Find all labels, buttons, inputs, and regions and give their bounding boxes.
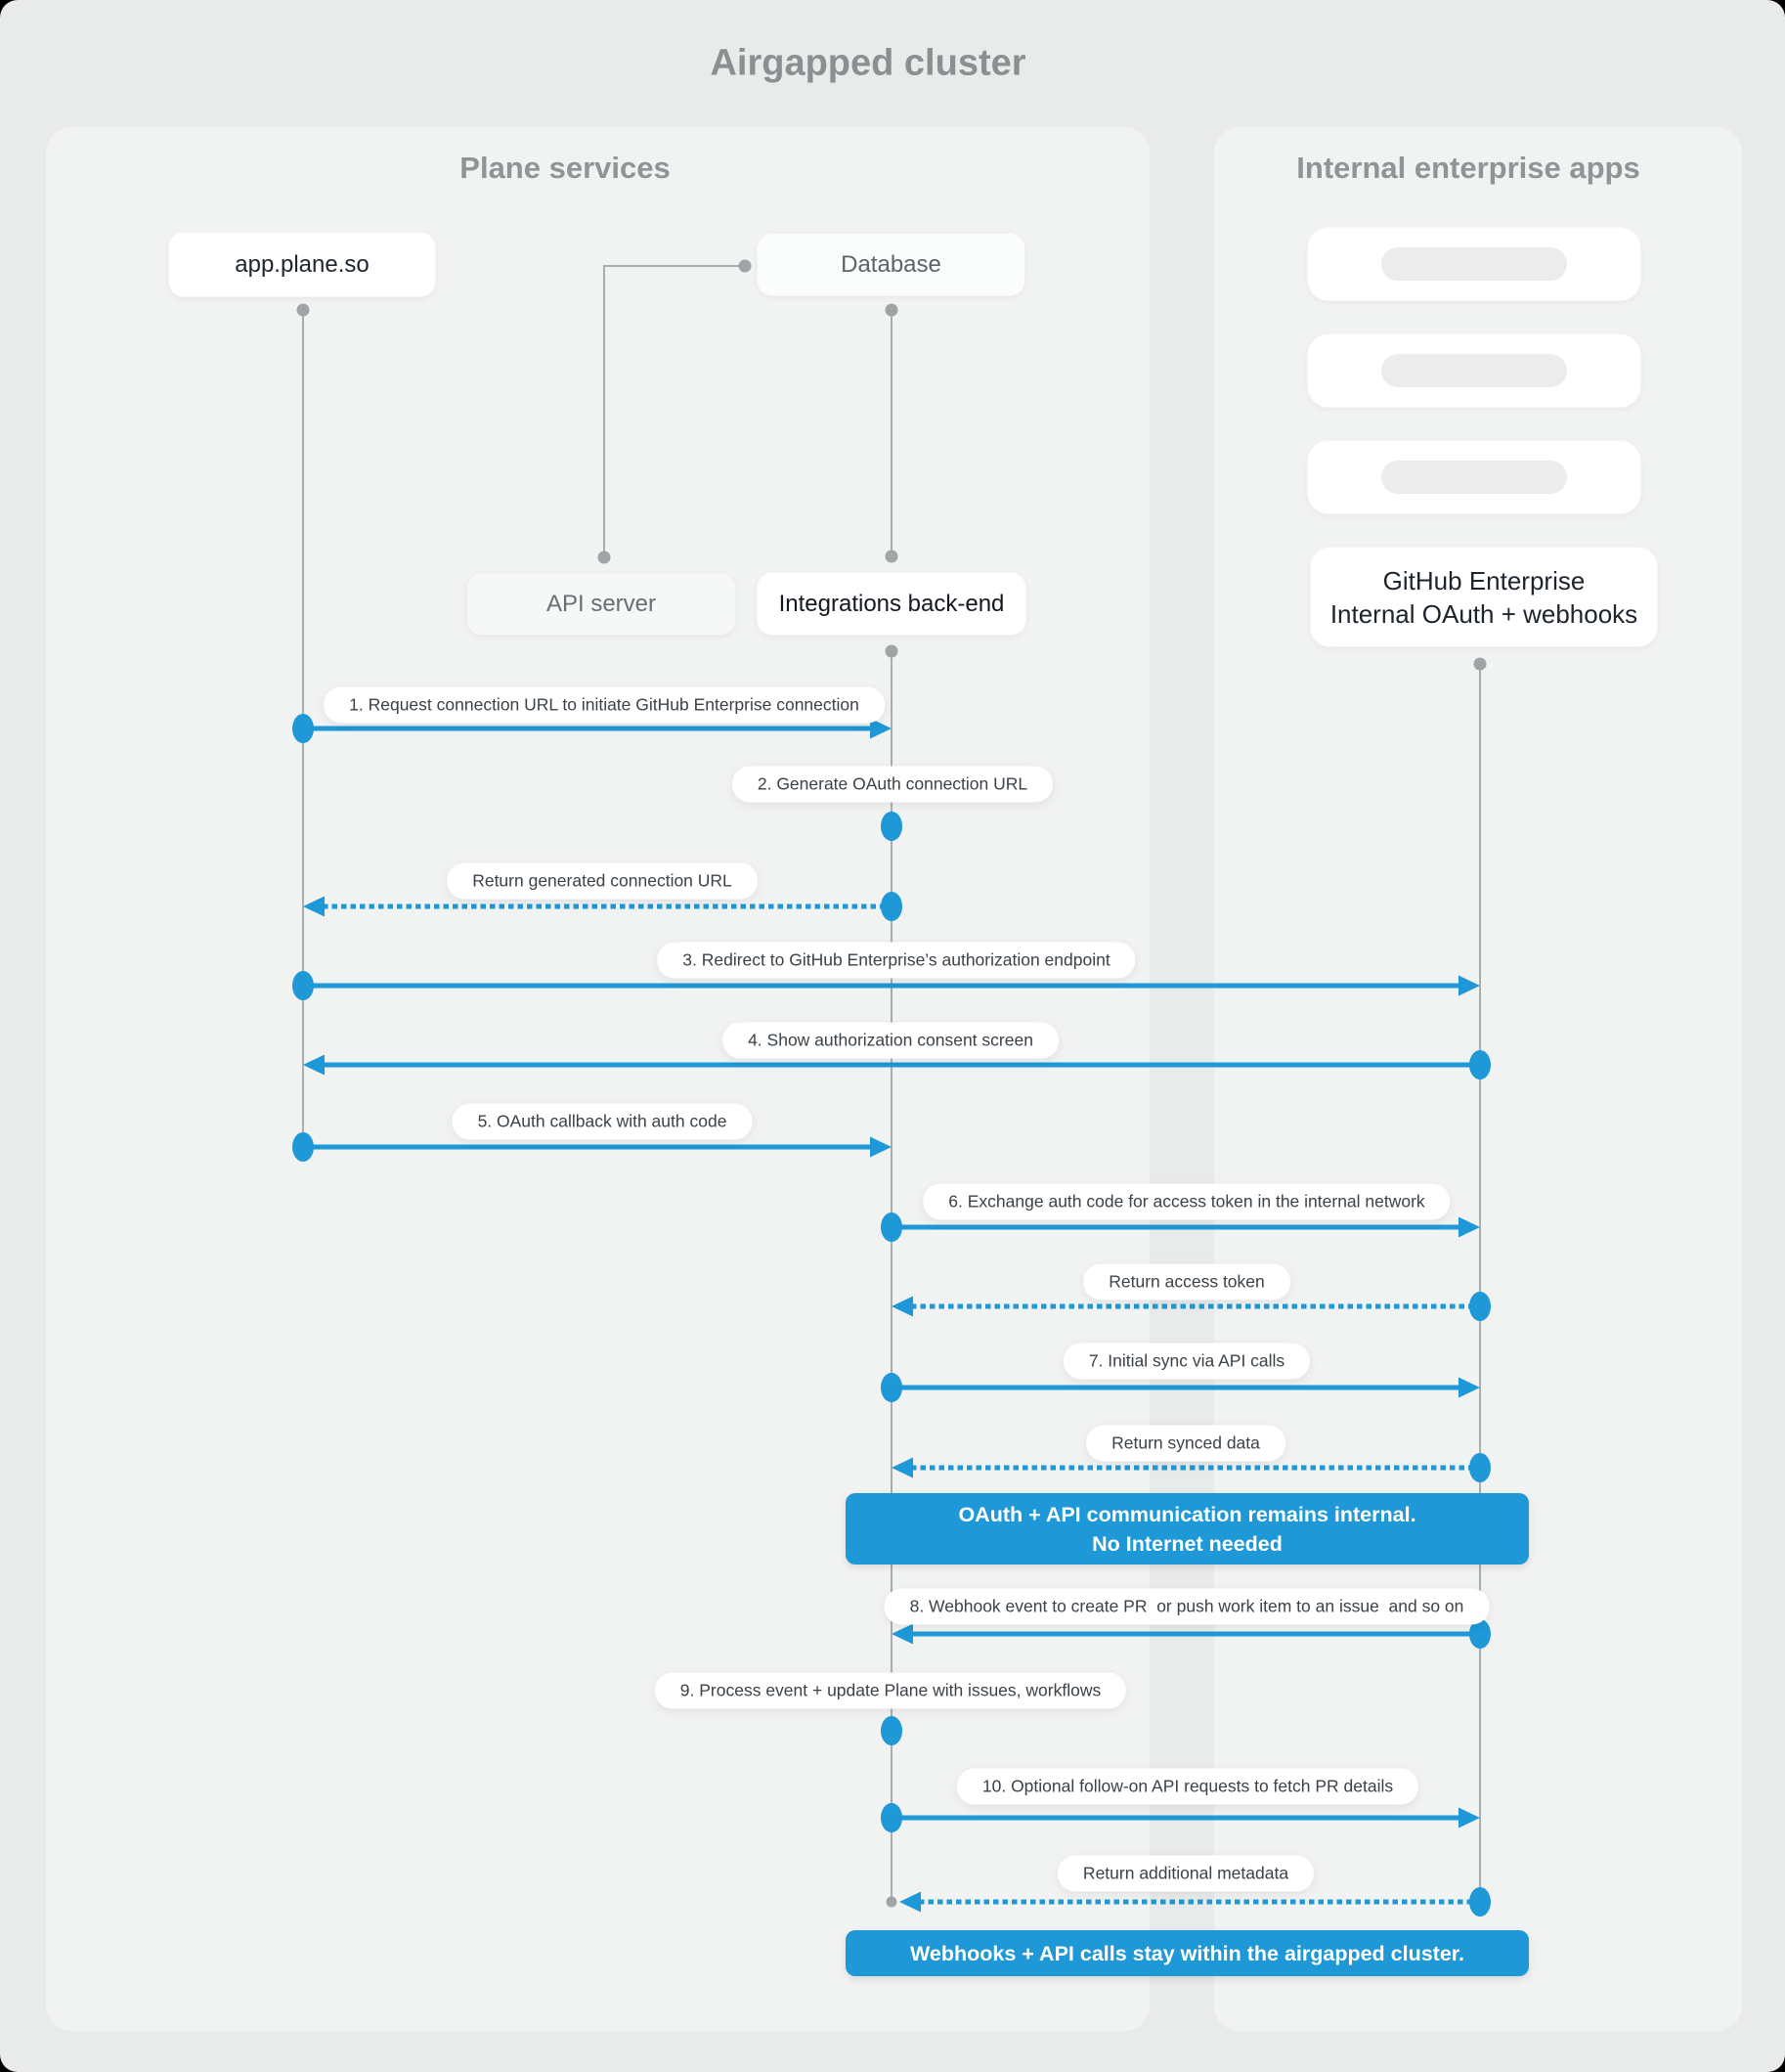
connector-api-to-database bbox=[603, 265, 745, 557]
message-label-2: 2. Generate OAuth connection URL bbox=[731, 766, 1054, 803]
node-database: Database bbox=[757, 233, 1025, 296]
node-database-label: Database bbox=[841, 250, 941, 278]
node-integrations-backend: Integrations back-end bbox=[757, 572, 1026, 636]
arrow-message-10 bbox=[881, 1803, 1480, 1832]
banner-internal-communication: OAuth + API communication remains intern… bbox=[846, 1493, 1529, 1565]
lifeline-endpoint-dots bbox=[296, 259, 1487, 1908]
message-label-4: 4. Show authorization consent screen bbox=[722, 1022, 1059, 1059]
internal-enterprise-apps-title: Internal enterprise apps bbox=[1296, 151, 1640, 185]
arrow-return-generated-url bbox=[303, 892, 902, 921]
banner-line: No Internet needed bbox=[1092, 1531, 1283, 1556]
message-label-return-synced-data: Return synced data bbox=[1086, 1425, 1285, 1462]
arrow-message-7 bbox=[881, 1373, 1480, 1402]
arrow-return-additional-metadata bbox=[899, 1887, 1491, 1917]
node-app-label: app.plane.so bbox=[235, 250, 370, 278]
arrow-return-access-token bbox=[892, 1292, 1491, 1321]
message-arrows bbox=[292, 714, 1491, 1917]
arrow-return-synced-data bbox=[892, 1453, 1491, 1482]
arrow-message-5 bbox=[292, 1132, 892, 1162]
self-message-2 bbox=[881, 812, 902, 841]
message-label-9: 9. Process event + update Plane with iss… bbox=[654, 1672, 1127, 1709]
node-integrations-label: Integrations back-end bbox=[778, 590, 1005, 617]
node-github-line2: Internal OAuth + webhooks bbox=[1329, 598, 1638, 629]
internal-app-placeholder-card bbox=[1307, 333, 1641, 408]
message-label-return-additional-metadata: Return additional metadata bbox=[1057, 1855, 1315, 1892]
placeholder-pill bbox=[1381, 461, 1567, 494]
internal-app-placeholder-card bbox=[1307, 227, 1641, 301]
message-label-8: 8. Webhook event to create PR or push wo… bbox=[884, 1588, 1490, 1625]
plane-services-title: Plane services bbox=[459, 151, 671, 185]
banner-line: OAuth + API communication remains intern… bbox=[958, 1502, 1416, 1526]
arrow-message-4 bbox=[303, 1050, 1491, 1080]
internal-app-placeholder-card bbox=[1307, 440, 1641, 514]
node-api-server-label: API server bbox=[545, 590, 657, 617]
message-label-3: 3. Redirect to GitHub Enterprise’s autho… bbox=[657, 942, 1136, 979]
node-api-server: API server bbox=[466, 572, 736, 636]
message-label-10: 10. Optional follow-on API requests to f… bbox=[956, 1768, 1419, 1805]
page-title: Airgapped cluster bbox=[710, 42, 1026, 84]
arrow-message-8 bbox=[892, 1619, 1491, 1649]
node-github-enterprise: GitHub Enterprise Internal OAuth + webho… bbox=[1310, 547, 1658, 647]
arrow-message-1 bbox=[292, 714, 892, 743]
message-label-return-access-token: Return access token bbox=[1083, 1263, 1290, 1301]
arrow-message-6 bbox=[881, 1212, 1480, 1242]
plane-services-panel bbox=[46, 127, 1150, 2031]
banner-line: Webhooks + API calls stay within the air… bbox=[910, 1941, 1464, 1965]
lifelines bbox=[302, 265, 1481, 1902]
placeholder-pill bbox=[1381, 247, 1567, 281]
message-label-7: 7. Initial sync via API calls bbox=[1063, 1343, 1311, 1380]
placeholder-pill bbox=[1381, 354, 1567, 387]
arrow-message-3 bbox=[292, 971, 1480, 1000]
node-app-plane-so: app.plane.so bbox=[168, 232, 436, 297]
message-label-1: 1. Request connection URL to initiate Gi… bbox=[324, 686, 885, 724]
banner-airgapped-cluster: Webhooks + API calls stay within the air… bbox=[846, 1930, 1529, 1976]
node-github-line1: GitHub Enterprise bbox=[1382, 565, 1586, 595]
message-label-return-generated-url: Return generated connection URL bbox=[447, 862, 758, 900]
self-message-9 bbox=[881, 1716, 902, 1745]
message-label-6: 6. Exchange auth code for access token i… bbox=[923, 1183, 1451, 1220]
message-label-5: 5. OAuth callback with auth code bbox=[452, 1103, 753, 1140]
